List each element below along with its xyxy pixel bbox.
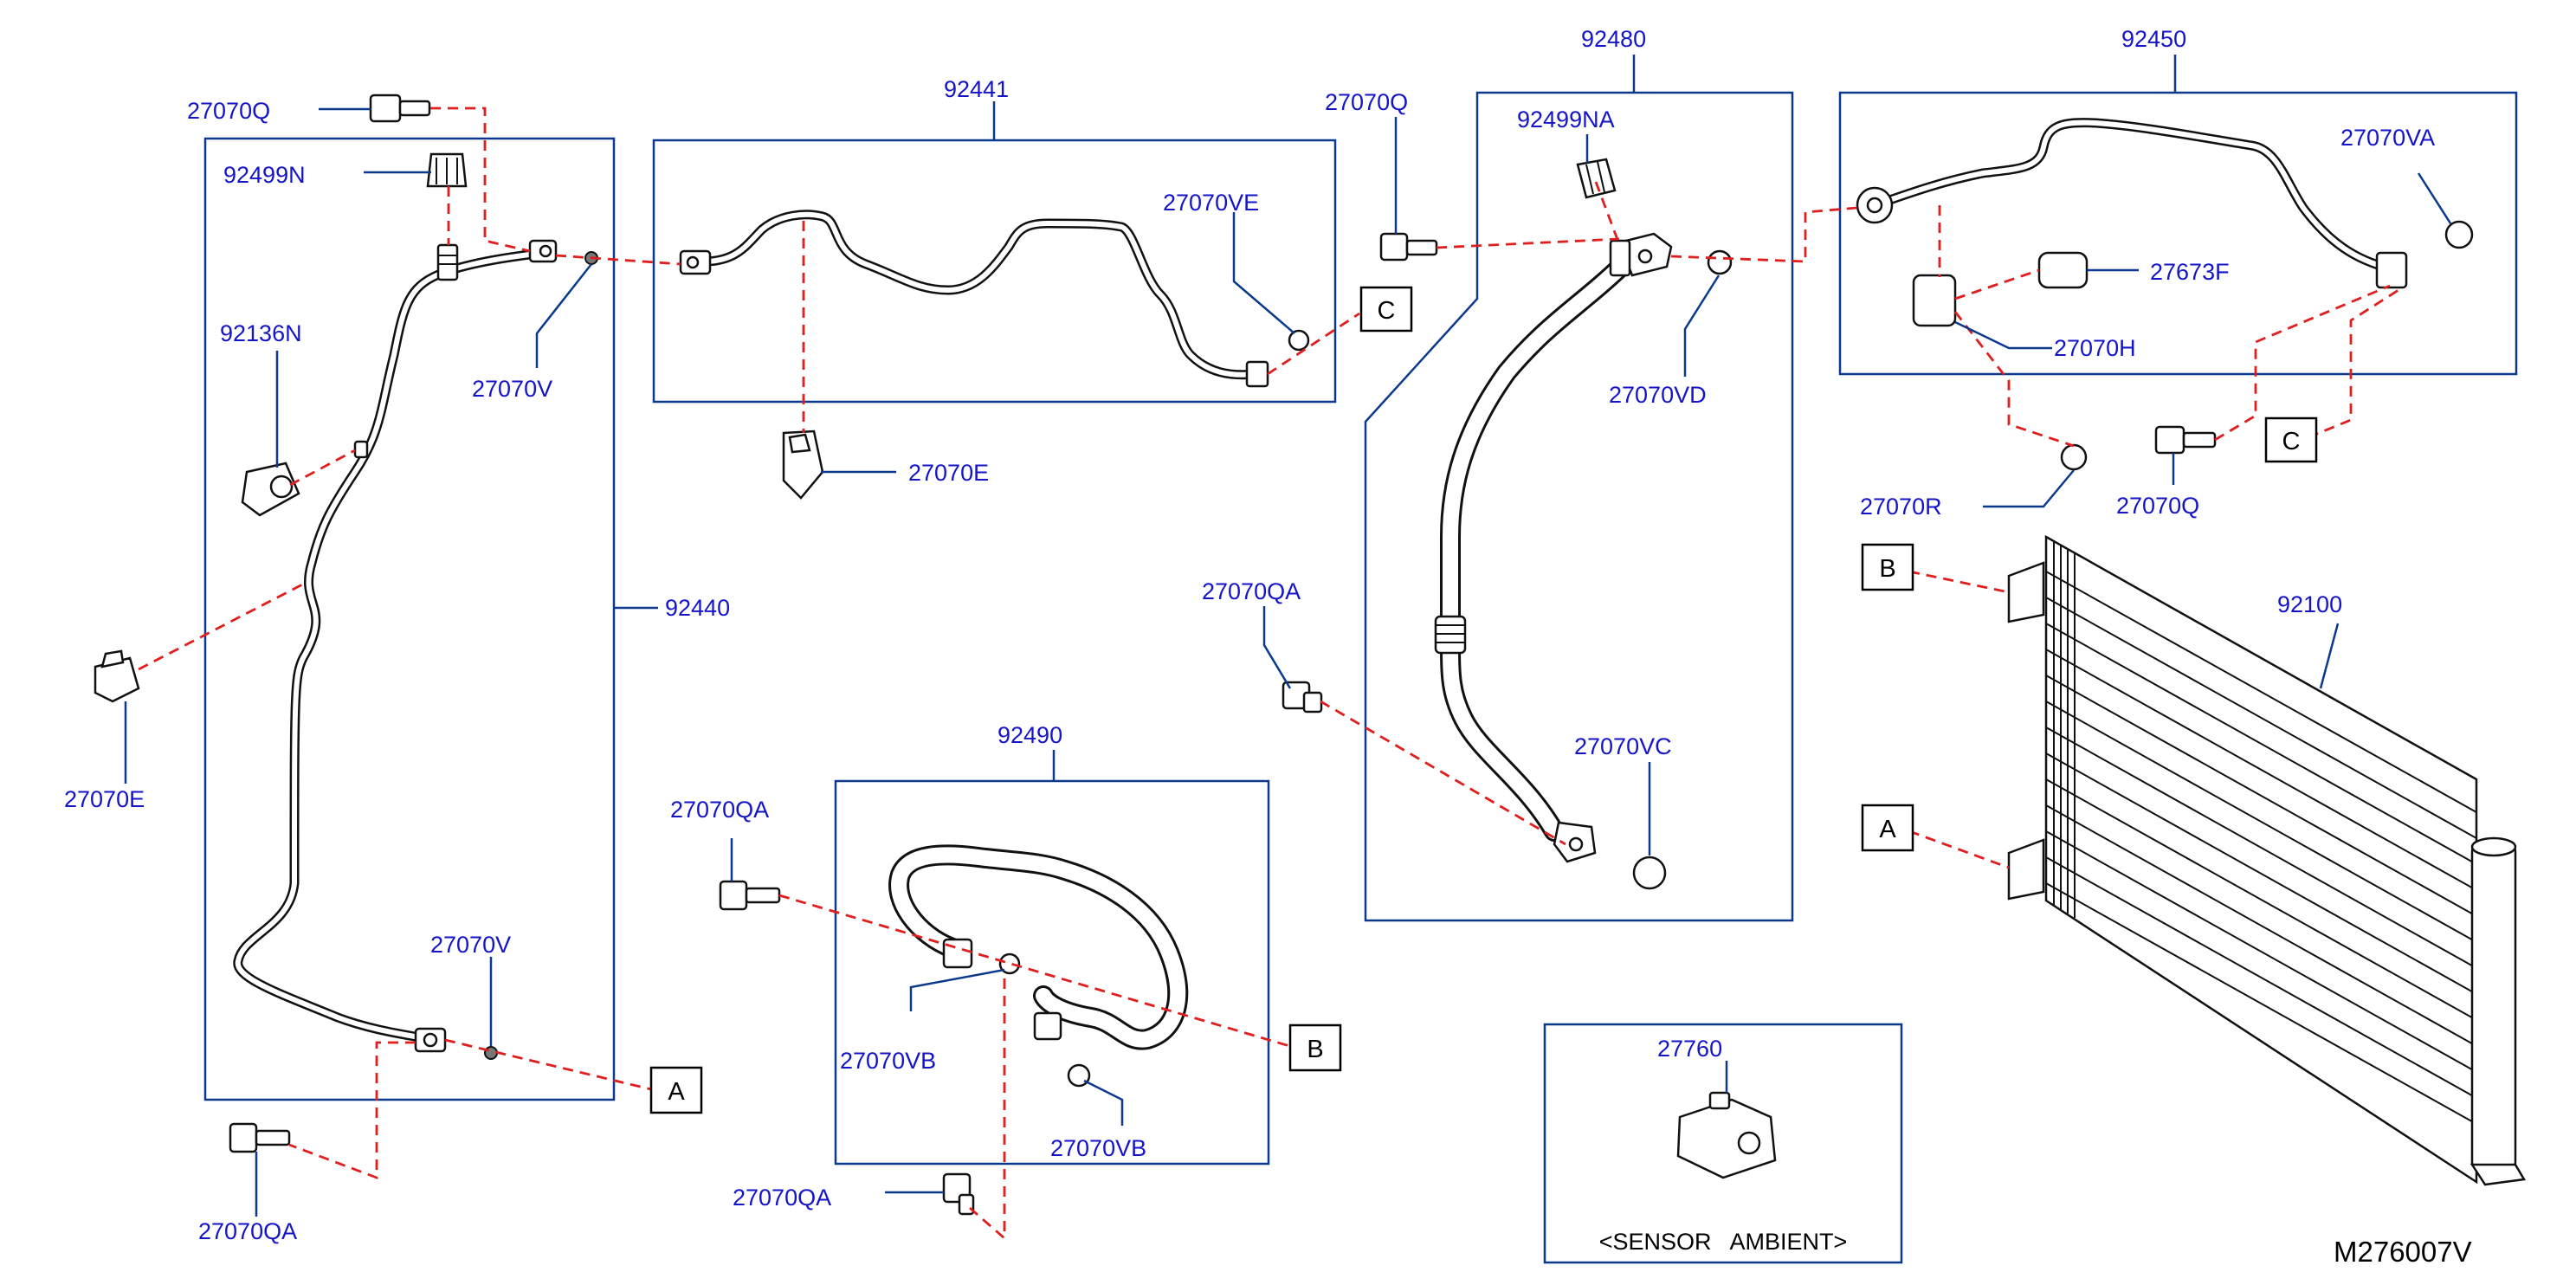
hose-92480 <box>1434 249 1638 842</box>
label-27070Q-top-left: 27070Q <box>187 98 270 124</box>
label-92450: 92450 <box>2121 26 2186 52</box>
bolt-27070Q-top-left <box>369 94 431 123</box>
ref-box-c-right: C <box>2264 416 2318 463</box>
label-92136N: 92136N <box>220 320 302 346</box>
cap-92499N <box>426 152 468 188</box>
sensor-ambient-caption: <SENSOR AMBIENT> <box>1599 1229 1848 1255</box>
fitting-92440-bottom <box>414 1027 447 1053</box>
sensor-92136N <box>241 462 300 517</box>
label-27673F: 27673F <box>2150 259 2230 285</box>
label-27070VB-2: 27070VB <box>1050 1135 1146 1161</box>
cap-92499NA <box>1576 158 1617 199</box>
o-ring-27070VA <box>2444 220 2474 249</box>
o-ring-27070VC <box>1632 856 1667 890</box>
label-27070QA-mid: 27070QA <box>1202 578 1301 604</box>
label-27070QA-mid-left: 27070QA <box>670 797 769 823</box>
o-ring-27070VD <box>1707 249 1733 275</box>
label-27070VC: 27070VC <box>1574 733 1672 759</box>
bolt-27070QA-mid-left <box>719 880 781 911</box>
pipe-92450 <box>1869 118 2395 274</box>
svg-text:B: B <box>1879 555 1895 583</box>
bolt-27070Q-mid <box>1379 232 1438 262</box>
label-27070Q-right: 27070Q <box>2116 493 2199 519</box>
ref-box-a-right: A <box>1861 804 1914 852</box>
frame-92450 <box>1838 91 2518 376</box>
label-27070Q-mid: 27070Q <box>1325 89 1408 115</box>
label-92490: 92490 <box>997 722 1062 748</box>
pipe-92441 <box>688 210 1261 380</box>
label-27070V-top: 27070V <box>472 376 552 402</box>
label-92499NA: 92499NA <box>1517 107 1615 132</box>
hose-92490 <box>888 844 1189 1050</box>
sleeve-27673F <box>2037 251 2089 289</box>
service-port-92480 <box>1609 239 1631 277</box>
fitting-92450-right <box>2375 251 2408 289</box>
fitting-92480-bottom <box>1553 821 1597 863</box>
svg-text:A: A <box>668 1078 685 1106</box>
label-27070R: 27070R <box>1860 494 1942 520</box>
label-92440: 92440 <box>665 595 730 621</box>
frame-27760 <box>1543 1023 1903 1264</box>
frame-92440 <box>203 137 616 1101</box>
pipe-92440 <box>233 249 542 1044</box>
label-92480: 92480 <box>1581 26 1646 52</box>
ref-box-b-mid: B <box>1288 1023 1342 1072</box>
pipe-92440-bracket <box>353 440 369 459</box>
frame-92490 <box>834 779 1270 1166</box>
label-27070E-mid: 27070E <box>908 460 989 486</box>
fitting-92450-left <box>1856 186 1894 224</box>
label-27070VE: 27070VE <box>1163 190 1259 216</box>
label-27070H: 27070H <box>2054 335 2136 361</box>
fitting-92490-b <box>1033 1011 1062 1041</box>
nut-27070R <box>2060 443 2088 471</box>
bolt-27070QA-bottom-left <box>229 1122 291 1153</box>
svg-text:C: C <box>2282 428 2301 455</box>
fitting-92440-top <box>528 239 558 263</box>
svg-text:A: A <box>1879 816 1896 843</box>
connector-lines <box>138 107 2399 1240</box>
bracket-27070H <box>1912 274 1957 327</box>
label-27760: 27760 <box>1657 1036 1722 1062</box>
fitting-92490-a <box>942 938 973 969</box>
ref-box-c-top: C <box>1359 286 1413 333</box>
fitting-92441-right <box>1245 360 1269 388</box>
bolt-27070QA-bottom-mid <box>942 1172 975 1216</box>
label-27070VD: 27070VD <box>1609 382 1707 408</box>
clip-27070E-mid <box>782 429 824 500</box>
bolt-27070QA-mid <box>1282 681 1323 714</box>
ref-box-a-left: A <box>649 1066 703 1114</box>
label-27070VB-1: 27070VB <box>840 1048 936 1074</box>
ref-box-b-right: B <box>1861 543 1914 591</box>
label-27070QA-bottom-left: 27070QA <box>198 1218 297 1244</box>
label-27070E-left: 27070E <box>64 786 145 812</box>
svg-text:B: B <box>1307 1036 1323 1063</box>
label-leaders <box>124 107 2452 1217</box>
fitting-92441-left <box>679 249 712 275</box>
service-port-92440 <box>436 243 459 281</box>
condenser-92100 <box>2007 534 2527 1186</box>
svg-text:C: C <box>1378 297 1396 325</box>
label-92499N: 92499N <box>223 162 306 188</box>
o-ring-27070VE <box>1288 329 1310 352</box>
label-27070QA-bottom-mid: 27070QA <box>733 1185 831 1211</box>
label-27070V-bottom: 27070V <box>430 932 511 958</box>
o-ring-27070VB-1 <box>998 952 1021 975</box>
label-27070VA: 27070VA <box>2340 125 2435 151</box>
ambient-sensor-27760 <box>1676 1091 1777 1179</box>
clip-27070E-left <box>94 649 140 703</box>
diagram-code: M276007V <box>2334 1236 2472 1268</box>
label-92100: 92100 <box>2277 591 2342 617</box>
bolt-27070Q-right <box>2154 425 2217 455</box>
label-92441: 92441 <box>944 76 1009 102</box>
frame-92480 <box>1364 91 1794 922</box>
